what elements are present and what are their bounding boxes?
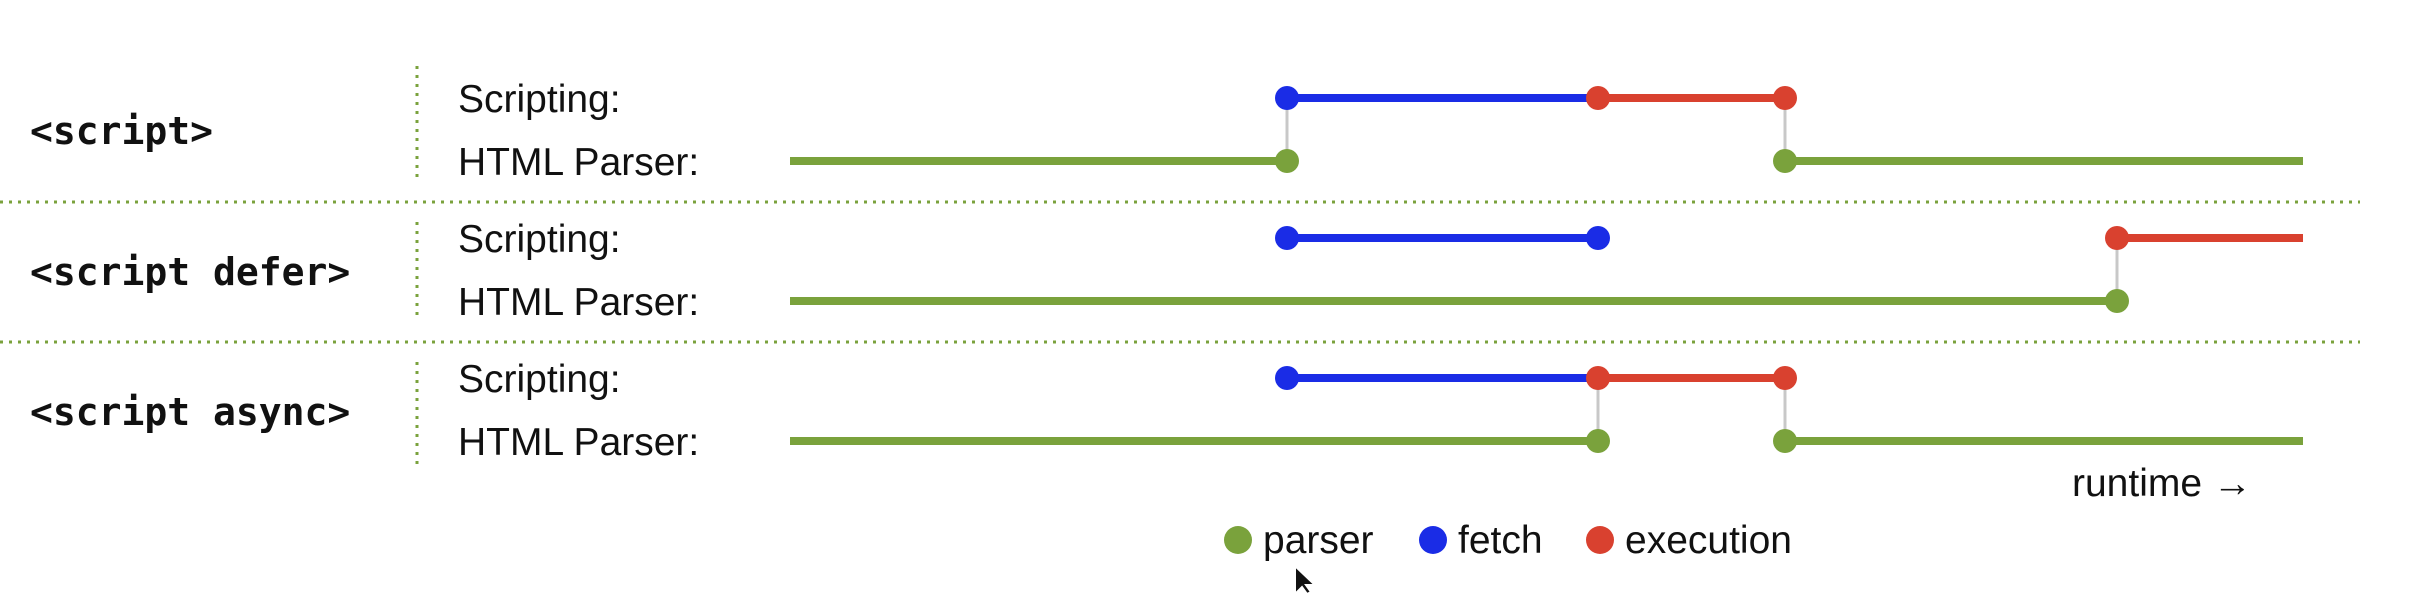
parser-lane-label: HTML Parser: [458,421,699,464]
execution-dot [1773,86,1797,110]
row-script-defer-timeline [790,226,2303,313]
fetch-dot [1275,86,1299,110]
execution-dot [2105,226,2129,250]
parser-lane-label: HTML Parser: [458,141,699,184]
legend-parser-label: parser [1263,519,1374,562]
row-title-script-async: <script async> [30,390,350,434]
fetch-dot [1275,366,1299,390]
parser-dot [2105,289,2129,313]
parser-dot [1586,429,1610,453]
row-title-script: <script> [30,109,213,153]
parser-dot [1773,149,1797,173]
parser-lane-label: HTML Parser: [458,281,699,324]
execution-dot [1586,366,1610,390]
runtime-axis-note: runtime → [2072,462,2252,505]
legend-fetch-label: fetch [1458,519,1543,562]
mouse-cursor-icon [1294,563,1318,594]
row-title-script-defer: <script defer> [30,250,350,294]
fetch-dot [1275,226,1299,250]
legend-fetch-swatch [1419,526,1447,554]
legend-execution-label: execution [1625,519,1792,562]
scripting-lane-label: Scripting: [458,358,621,401]
row-script-async-timeline [790,366,2303,453]
execution-dot [1586,86,1610,110]
parser-dot [1773,429,1797,453]
legend-execution-swatch [1586,526,1614,554]
scripting-lane-label: Scripting: [458,78,621,121]
legend-parser-swatch [1224,526,1252,554]
legend: parser fetch execution [1224,519,1792,562]
row-script-timeline [790,86,2303,173]
execution-dot [1773,366,1797,390]
fetch-dot [1586,226,1610,250]
parser-dot [1275,149,1299,173]
scripting-lane-label: Scripting: [458,218,621,261]
